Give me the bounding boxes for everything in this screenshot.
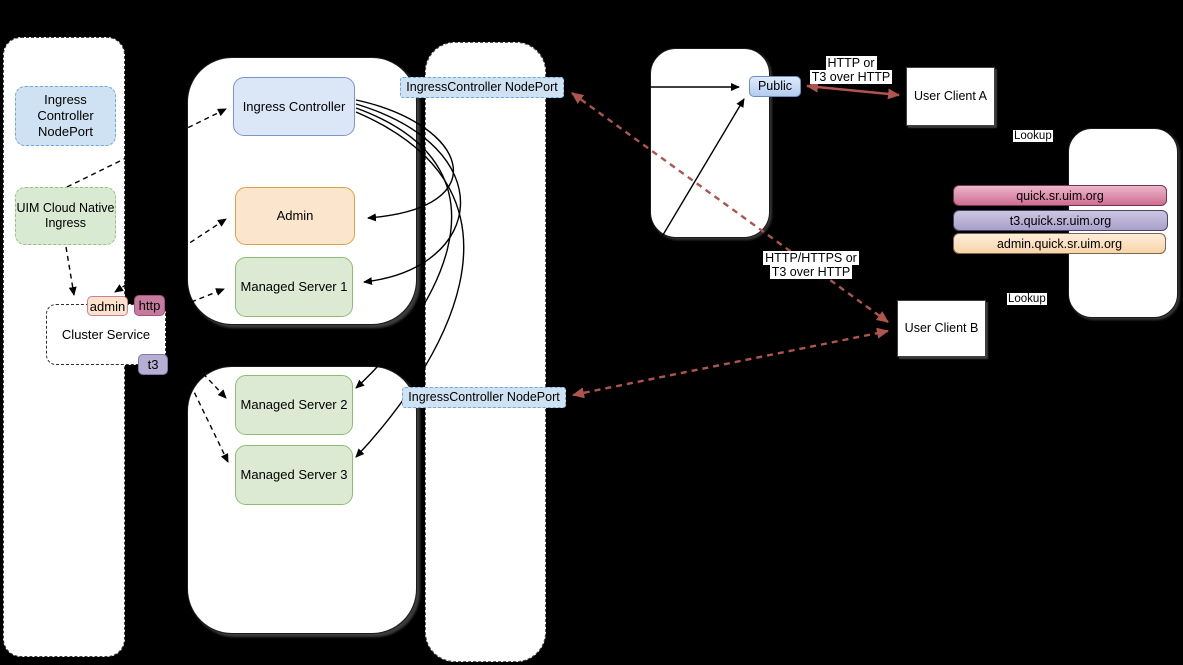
port-t3-badge: t3 (138, 354, 168, 375)
port-admin-label: admin (89, 298, 126, 314)
edge-nodeport-bottom-to-client-b (572, 327, 889, 399)
nodeport-badge-bottom-label: IngressController NodePort (408, 389, 560, 404)
port-http-label: http (138, 298, 161, 313)
edge-label-client-b: HTTP/HTTPS or T3 over HTTP (756, 251, 866, 279)
edge-nodeport-top-to-client-b (571, 92, 889, 323)
public-label: Public (757, 78, 793, 93)
admin-server-label: Admin (276, 208, 314, 224)
cluster-service-label: Cluster Service (61, 326, 151, 342)
ingress-controller-nodeport-resource: Ingress Controller NodePort (15, 86, 116, 146)
edge-cluster-service-to-ms1 (165, 288, 225, 313)
ingress-controller-label: Ingress Controller (242, 98, 346, 114)
edge-label-client-a-line2: T3 over HTTP (809, 70, 893, 84)
edge-ic-to-ms1 (355, 103, 462, 286)
admin-server-node: Admin (235, 187, 355, 245)
edge-uim-to-cluster-service (65, 246, 77, 296)
port-admin-badge: admin (87, 296, 128, 316)
dns-entry-quick-label: quick.sr.uim.org (1016, 188, 1104, 203)
nodeport-badge-top-label: IngressController NodePort (406, 79, 558, 94)
managed-server-2-node: Managed Server 2 (235, 375, 353, 435)
edge-public-to-client-a (806, 81, 900, 100)
edge-label-client-a-line1: HTTP or (825, 56, 877, 70)
lookup-top-text: Lookup (1014, 130, 1052, 142)
lookup-bottom-text: Lookup (1008, 293, 1046, 305)
edge-cluster-service-to-ms3 (166, 335, 229, 463)
edge-ic-to-ms3 (355, 111, 465, 458)
edge-ic-to-ms2 (355, 107, 453, 389)
uim-ingress-line2: Ingress (44, 216, 86, 230)
port-http-badge: http (134, 295, 165, 316)
managed-server-3-node: Managed Server 3 (235, 445, 353, 505)
nodeport-resource-line2: Controller (37, 108, 94, 124)
lookup-label-top: Lookup (1013, 130, 1053, 142)
lookup-label-bottom: Lookup (1007, 293, 1047, 305)
port-t3-label: t3 (147, 357, 159, 372)
ingresscontroller-nodeport-badge-bottom: IngressController NodePort (402, 387, 566, 408)
user-client-a-label: User Client A (914, 88, 987, 103)
nodeport-column (425, 42, 546, 662)
user-client-b-label: User Client B (904, 320, 979, 335)
dns-entry-t3-quick-label: t3.quick.sr.uim.org (1009, 213, 1112, 228)
user-client-b-box: User Client B (897, 300, 986, 357)
dns-entry-quick: quick.sr.uim.org (953, 185, 1167, 206)
user-client-a-box: User Client A (906, 67, 995, 126)
edge-ic-to-admin (355, 99, 455, 222)
managed-server-2-label: Managed Server 2 (240, 397, 348, 413)
edge-label-client-b-line2: T3 over HTTP (769, 265, 853, 279)
uim-ingress-line1: UIM Cloud Native (16, 200, 115, 215)
public-node: Public (749, 76, 801, 97)
managed-server-1-node: Managed Server 1 (235, 257, 353, 317)
dns-entry-admin-quick: admin.quick.sr.uim.org (953, 233, 1166, 254)
nodeport-resource-line3: NodePort (38, 123, 93, 139)
nodeport-resource-line1: Ingress (44, 92, 87, 108)
dns-entry-t3-quick: t3.quick.sr.uim.org (953, 210, 1168, 231)
edge-label-client-b-line1: HTTP/HTTPS or (763, 251, 859, 265)
managed-server-1-label: Managed Server 1 (240, 279, 348, 295)
edge-nodeport-bottom-to-public (566, 98, 745, 397)
ingress-controller-node: Ingress Controller (233, 77, 355, 136)
uim-cloud-native-ingress-resource: UIM Cloud Native Ingress (15, 187, 116, 245)
edge-cluster-service-to-ms2 (165, 333, 227, 399)
edge-uim-to-ingress-controller (66, 108, 227, 188)
managed-server-3-label: Managed Server 3 (240, 467, 348, 483)
edge-label-client-a: HTTP or T3 over HTTP (801, 56, 901, 84)
edge-admin-port-to-admin-server (114, 218, 227, 293)
ingresscontroller-nodeport-badge-top: IngressController NodePort (400, 77, 564, 98)
dns-entry-admin-quick-label: admin.quick.sr.uim.org (996, 236, 1123, 251)
